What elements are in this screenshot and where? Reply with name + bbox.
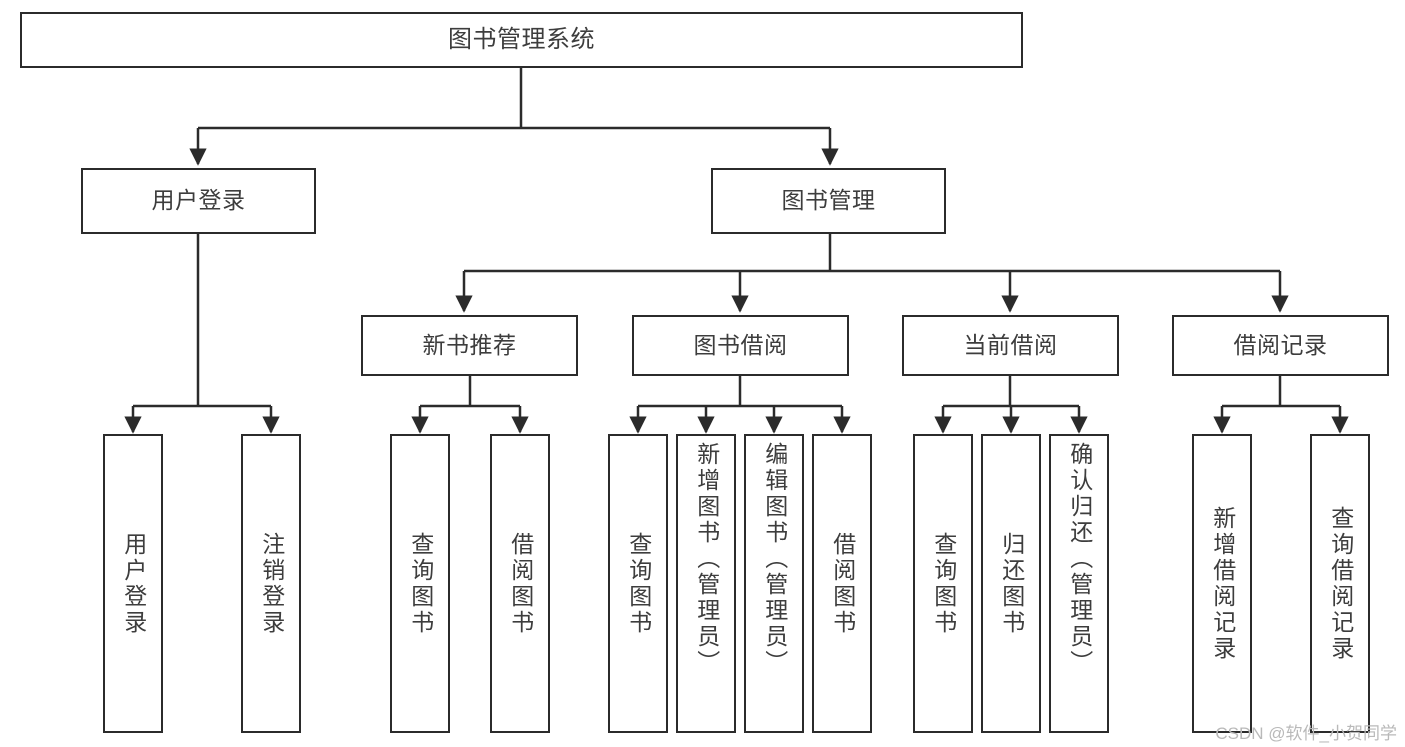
- leaf-new-book-borrow[interactable]: 借阅图书: [490, 434, 550, 733]
- leaf-new-book-query[interactable]: 查询图书: [390, 434, 450, 733]
- node-label: 新书推荐: [422, 331, 517, 358]
- leaf-user-login-signout[interactable]: 注销登录: [241, 434, 301, 733]
- node-root-system[interactable]: 图书管理系统: [20, 12, 1023, 68]
- leaf-book-borrow-edit[interactable]: 编辑图书（管理员）: [744, 434, 804, 733]
- node-label: 新增借阅记录: [1209, 505, 1236, 662]
- node-label: 借阅图书: [507, 531, 534, 636]
- node-label: 查询借阅记录: [1327, 505, 1354, 662]
- node-label: 确认归还（管理员）: [1066, 442, 1093, 676]
- node-label: 归还图书: [998, 531, 1025, 636]
- node-label: 借阅记录: [1233, 331, 1328, 358]
- node-label: 图书借阅: [693, 331, 788, 358]
- leaf-book-borrow-add[interactable]: 新增图书（管理员）: [676, 434, 736, 733]
- node-label: 新增图书（管理员）: [693, 442, 720, 676]
- leaf-book-borrow-query[interactable]: 查询图书: [608, 434, 668, 733]
- node-book-management[interactable]: 图书管理: [711, 168, 946, 234]
- node-label: 查询图书: [407, 531, 434, 636]
- node-book-borrow[interactable]: 图书借阅: [632, 315, 849, 376]
- node-label: 查询图书: [625, 531, 652, 636]
- node-label: 图书管理系统: [448, 25, 595, 53]
- node-label: 查询图书: [930, 531, 957, 636]
- leaf-current-borrow-confirm-return[interactable]: 确认归还（管理员）: [1049, 434, 1109, 733]
- watermark: CSDN @软件_小贺同学: [1215, 724, 1397, 743]
- leaf-user-login-signin[interactable]: 用户登录: [103, 434, 163, 733]
- node-label: 编辑图书（管理员）: [761, 442, 788, 676]
- node-label: 借阅图书: [829, 531, 856, 636]
- node-label: 用户登录: [120, 531, 147, 636]
- node-label: 注销登录: [258, 531, 285, 636]
- node-current-borrow[interactable]: 当前借阅: [902, 315, 1119, 376]
- node-borrow-record[interactable]: 借阅记录: [1172, 315, 1389, 376]
- node-label: 图书管理: [781, 187, 876, 214]
- node-label: 当前借阅: [963, 331, 1058, 358]
- leaf-borrow-record-add[interactable]: 新增借阅记录: [1192, 434, 1252, 733]
- leaf-book-borrow-lend[interactable]: 借阅图书: [812, 434, 872, 733]
- node-user-login[interactable]: 用户登录: [81, 168, 316, 234]
- node-new-book-recommend[interactable]: 新书推荐: [361, 315, 578, 376]
- leaf-current-borrow-return[interactable]: 归还图书: [981, 434, 1041, 733]
- node-label: 用户登录: [151, 187, 246, 214]
- leaf-current-borrow-query[interactable]: 查询图书: [913, 434, 973, 733]
- leaf-borrow-record-query[interactable]: 查询借阅记录: [1310, 434, 1370, 733]
